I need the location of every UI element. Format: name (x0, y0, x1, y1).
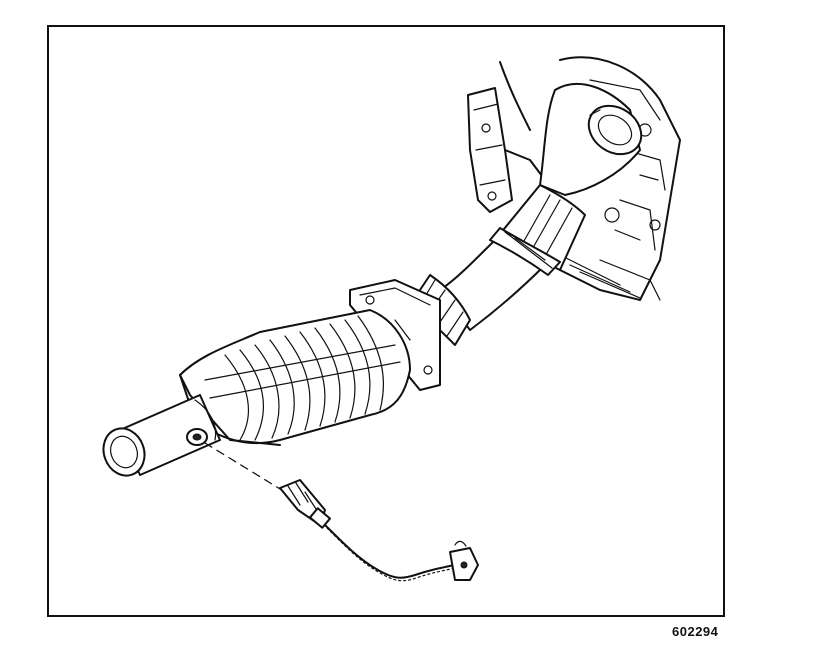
exhaust-manifold-pipe (539, 82, 643, 196)
catalytic-converter (179, 309, 411, 446)
mount-bracket (467, 87, 546, 213)
figure-reference-number: 602294 (672, 624, 719, 639)
converter-outlet-pipe (102, 394, 221, 477)
oxygen-sensor-harness (324, 524, 479, 582)
install-direction-line (204, 442, 286, 493)
oxygen-sensor (279, 479, 331, 529)
front-exhaust-pipe (349, 184, 586, 391)
